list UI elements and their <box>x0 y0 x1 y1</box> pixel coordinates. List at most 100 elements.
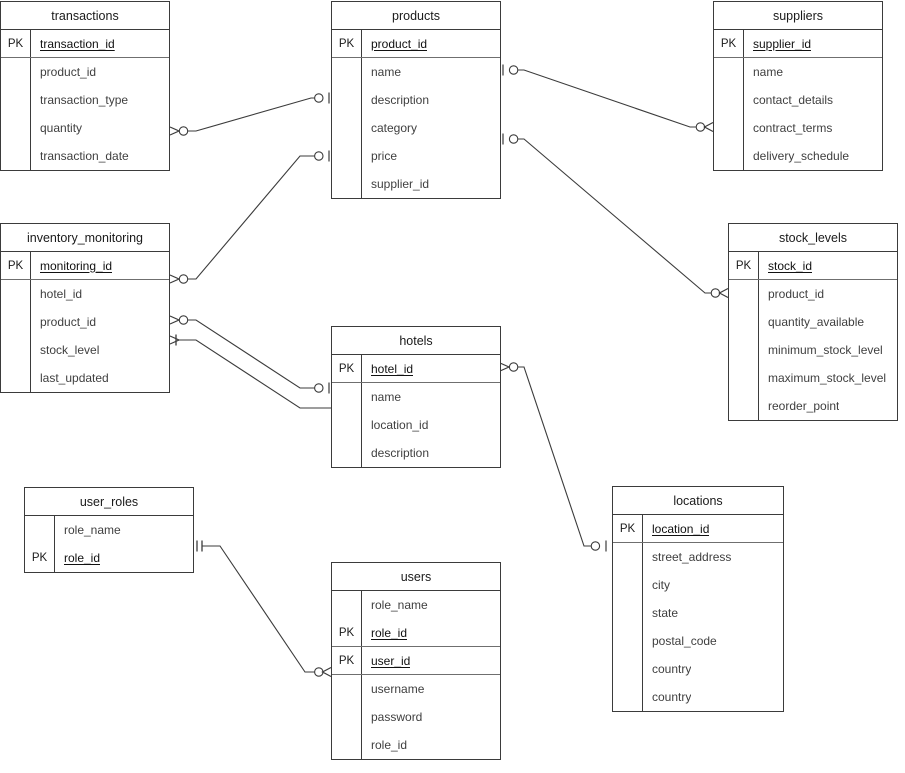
field-name: name <box>753 65 784 79</box>
field-name: product_id <box>371 36 428 51</box>
field-row[interactable]: maximum_stock_level <box>729 364 897 392</box>
field-row[interactable]: last_updated <box>1 364 169 392</box>
pk-marker <box>332 703 362 731</box>
pk-marker <box>714 86 744 114</box>
field-name: role_id <box>64 551 101 565</box>
entity-title-inventory_monitoring: inventory_monitoring <box>1 224 169 252</box>
entity-title-hotels: hotels <box>332 327 500 355</box>
field-name: maximum_stock_level <box>768 371 887 385</box>
pk-marker <box>332 383 362 411</box>
field-row[interactable]: password <box>332 703 500 731</box>
field-name: stock_id <box>768 258 813 273</box>
pk-marker <box>613 599 643 627</box>
field-row[interactable]: transaction_type <box>1 86 169 114</box>
field-row[interactable]: description <box>332 439 500 467</box>
field-row[interactable]: postal_code <box>613 627 783 655</box>
field-name: hotel_id <box>40 287 83 301</box>
field-row[interactable]: country <box>613 683 783 711</box>
pk-marker <box>332 411 362 439</box>
field-row[interactable]: product_id <box>1 58 169 86</box>
field-row[interactable]: quantity <box>1 114 169 142</box>
pk-marker: PK <box>613 515 643 542</box>
field-row[interactable]: reorder_point <box>729 392 897 420</box>
field-row[interactable]: state <box>613 599 783 627</box>
entity-title-suppliers: suppliers <box>714 2 882 30</box>
field-row[interactable]: role_name <box>332 591 500 619</box>
field-row[interactable]: supplier_id <box>332 170 500 198</box>
field-row[interactable]: role_id <box>332 731 500 759</box>
pk-marker <box>714 142 744 170</box>
pk-marker <box>613 543 643 571</box>
field-row[interactable]: minimum_stock_level <box>729 336 897 364</box>
pk-marker <box>613 627 643 655</box>
field-row[interactable]: product_id <box>729 280 897 308</box>
field-name: name <box>371 390 402 404</box>
field-row[interactable]: price <box>332 142 500 170</box>
pk-marker: PK <box>332 647 362 674</box>
field-name: product_id <box>40 65 97 79</box>
field-name: role_id <box>371 738 408 752</box>
edge-hotels-locations <box>499 362 607 552</box>
field-row[interactable]: quantity_available <box>729 308 897 336</box>
pk-marker: PK <box>729 252 759 279</box>
field-row[interactable]: name <box>714 58 882 86</box>
field-name: minimum_stock_level <box>768 343 883 357</box>
field-row[interactable]: PK stock_id <box>729 252 897 280</box>
field-name: role_name <box>64 523 121 537</box>
field-row[interactable]: contact_details <box>714 86 882 114</box>
field-row[interactable]: name <box>332 58 500 86</box>
field-row[interactable]: name <box>332 383 500 411</box>
field-row[interactable]: username <box>332 675 500 703</box>
entity-title-users: users <box>332 563 500 591</box>
field-row[interactable]: PK user_id <box>332 647 500 675</box>
pk-marker: PK <box>1 252 31 279</box>
pk-marker <box>613 683 643 711</box>
field-name: price <box>371 149 398 163</box>
pk-marker <box>714 114 744 142</box>
pk-marker <box>332 58 362 86</box>
field-row[interactable]: delivery_schedule <box>714 142 882 170</box>
field-row[interactable]: product_id <box>1 308 169 336</box>
field-name: user_id <box>371 653 411 668</box>
field-name: role_name <box>371 598 428 612</box>
field-row[interactable]: location_id <box>332 411 500 439</box>
field-row[interactable]: country <box>613 655 783 683</box>
pk-marker <box>1 336 31 364</box>
entity-title-user_roles: user_roles <box>25 488 193 516</box>
field-row[interactable]: transaction_date <box>1 142 169 170</box>
field-name: description <box>371 93 430 107</box>
field-name: hotel_id <box>371 361 414 376</box>
field-row[interactable]: street_address <box>613 543 783 571</box>
field-row[interactable]: category <box>332 114 500 142</box>
edge-products-stock-levels <box>502 133 729 299</box>
field-row[interactable]: contract_terms <box>714 114 882 142</box>
field-row[interactable]: hotel_id <box>1 280 169 308</box>
field-row[interactable]: role_name <box>25 516 193 544</box>
field-row[interactable]: stock_level <box>1 336 169 364</box>
field-row[interactable]: description <box>332 86 500 114</box>
field-row[interactable]: city <box>613 571 783 599</box>
edge-products-suppliers <box>502 64 714 133</box>
pk-marker <box>1 86 31 114</box>
field-name: country <box>652 690 692 704</box>
